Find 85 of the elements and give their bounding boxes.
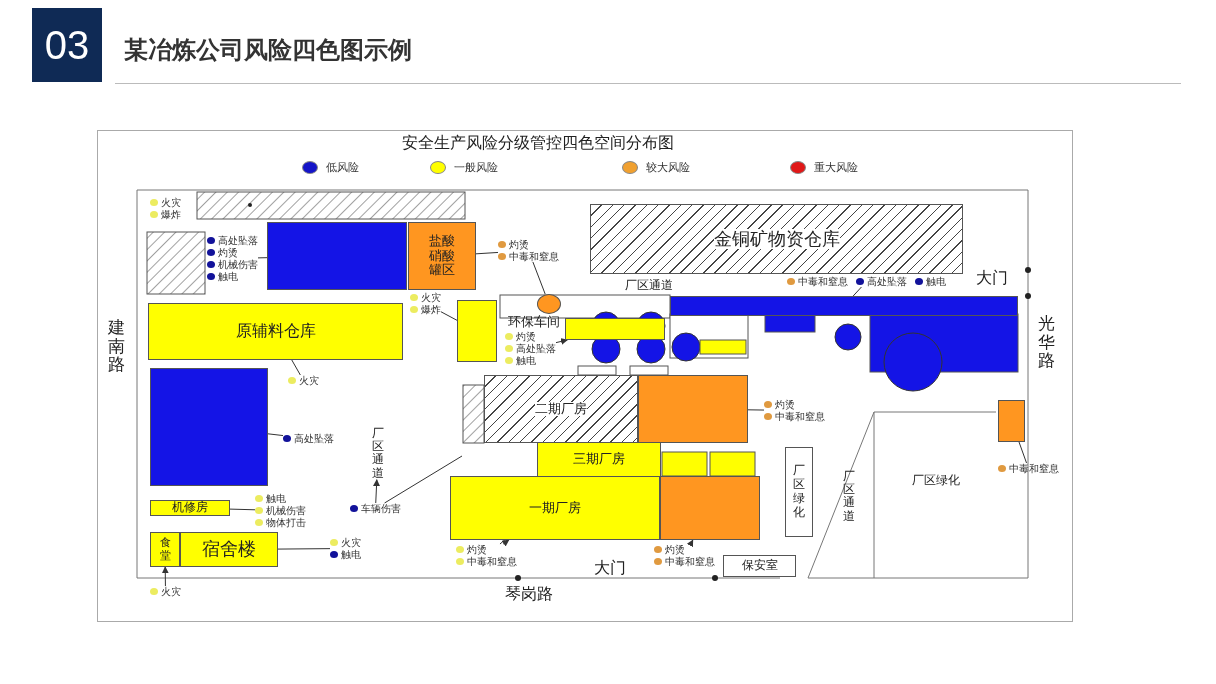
leader-line: [501, 539, 510, 547]
leader-line: [532, 261, 546, 295]
risk-item: 高处坠落: [856, 276, 907, 287]
risk-item: 灼烫: [654, 544, 715, 555]
section-number: 03: [32, 8, 102, 82]
leader-line: [277, 548, 331, 550]
risk-item: 爆炸: [150, 209, 181, 220]
leader-line: [475, 251, 499, 255]
building-block: 食堂: [150, 532, 180, 567]
risk-item: 灼烫: [498, 239, 559, 250]
leader-line: [267, 433, 284, 437]
road-label: 厂区通道: [843, 470, 855, 523]
building-block: [670, 296, 1018, 316]
building-block: [638, 375, 748, 443]
legend-text: 一般风险: [454, 160, 498, 175]
risk-item: 火灾: [150, 197, 181, 208]
risk-item: 火灾: [288, 375, 319, 386]
risk-item: 灼烫: [505, 331, 556, 342]
leader-line: [555, 338, 568, 345]
risk-item: 中毒和窒息: [764, 411, 825, 422]
area-label: 大门: [594, 558, 626, 579]
building-block: 三期厂房: [537, 442, 661, 477]
risk-item: 灼烫: [207, 247, 258, 258]
risk-item: 灼烫: [456, 544, 517, 555]
leader-line: [384, 455, 463, 504]
leader-line: [440, 311, 458, 321]
risk-item: 灼烫: [764, 399, 825, 410]
risk-item: 触电: [330, 549, 361, 560]
risk-item: 中毒和窒息: [498, 251, 559, 262]
leader-line: [686, 539, 694, 548]
risk-item: 中毒和窒息: [654, 556, 715, 567]
building-block: [565, 318, 665, 340]
risk-item: 高处坠落: [505, 343, 556, 354]
legend-text: 低风险: [326, 160, 359, 175]
risk-item: 火灾: [410, 292, 441, 303]
risk-item: 中毒和窒息: [787, 276, 848, 287]
risk-item: 高处坠落: [283, 433, 334, 444]
area-label: 环保车间: [508, 313, 560, 331]
area-label: 厂区绿化: [912, 472, 960, 489]
risk-item: 中毒和窒息: [456, 556, 517, 567]
risk-item: 中毒和窒息: [998, 463, 1059, 474]
risk-item: 高处坠落: [207, 235, 258, 246]
building-block: 宿舍楼: [180, 532, 278, 567]
risk-item: 机械伤害: [255, 505, 306, 516]
building-block: [267, 222, 407, 290]
leader-line: [852, 286, 862, 297]
building-block: 一期厂房: [450, 476, 660, 540]
building-block: [998, 400, 1025, 442]
hatched-building: 二期厂房: [484, 375, 638, 443]
building-block: 机修房: [150, 500, 230, 516]
legend-text: 较大风险: [646, 160, 690, 175]
legend-text: 重大风险: [814, 160, 858, 175]
road-label: 光华路: [1038, 314, 1055, 371]
leader-line: [373, 479, 380, 504]
risk-item: 爆炸: [410, 304, 441, 315]
leader-line: [257, 257, 268, 259]
building-block: 厂区绿化: [785, 447, 813, 537]
leader-line: [1018, 441, 1028, 464]
page-title: 某冶炼公司风险四色图示例: [124, 35, 412, 66]
area-label: 安全生产风险分级管控四色空间分布图: [402, 133, 674, 154]
risk-item: 火灾: [330, 537, 361, 548]
area-label: 大门: [976, 268, 1008, 289]
leader-line: [161, 566, 169, 587]
leader-line: [747, 409, 765, 411]
building-block: [150, 368, 268, 486]
risk-item: 火灾: [150, 586, 181, 597]
risk-item: 车辆伤害: [350, 503, 401, 514]
risk-item: 机械伤害: [207, 259, 258, 270]
area-label: 厂区通道: [625, 277, 673, 294]
leader-line: [229, 508, 256, 511]
road-label: 厂区通道: [372, 427, 384, 480]
building-block: 原辅料仓库: [148, 303, 403, 360]
area-label: 琴岗路: [505, 584, 553, 605]
risk-item: 触电: [207, 271, 258, 282]
risk-item: 物体打击: [255, 517, 306, 528]
leader-line: [291, 359, 301, 376]
risk-item: 触电: [505, 355, 556, 366]
building-block: [457, 300, 497, 362]
risk-item: 触电: [915, 276, 946, 287]
hatched-building: 金铜矿物资仓库: [590, 204, 963, 274]
building-block: [660, 476, 760, 540]
risk-item: 触电: [255, 493, 306, 504]
building-block: 保安室: [723, 555, 796, 577]
road-label: 建南路: [108, 318, 125, 375]
building-block: 盐酸硝酸罐区: [408, 222, 476, 290]
